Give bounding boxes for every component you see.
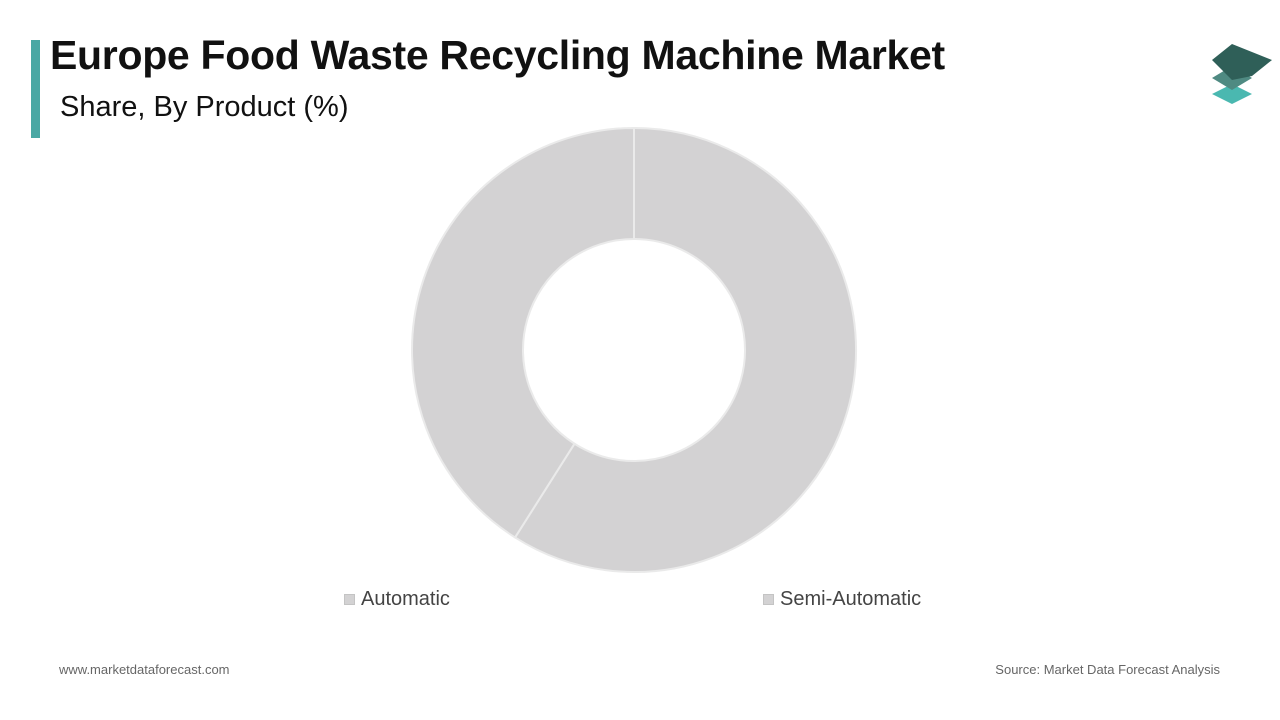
donut-slices: [411, 126, 857, 573]
title-accent-bar: [31, 40, 40, 138]
legend-item-automatic[interactable]: Automatic: [344, 586, 450, 612]
chart-subtitle: Share, By Product (%): [60, 91, 349, 123]
chart-legend: Automatic Semi-Automatic: [0, 586, 1280, 612]
logo-layer-bottom: [1212, 84, 1252, 104]
slice-semi-automatic[interactable]: [411, 126, 635, 539]
legend-swatch-semi-automatic: [763, 593, 774, 605]
legend-label-automatic: Automatic: [361, 587, 450, 610]
stacked-layers-icon: [1212, 44, 1272, 104]
legend-swatch-automatic: [344, 593, 355, 605]
footer-website[interactable]: www.marketdataforecast.com: [59, 662, 230, 677]
logo-layer-top: [1212, 44, 1272, 80]
chart-title: Europe Food Waste Recycling Machine Mark…: [50, 32, 945, 78]
legend-item-semi-automatic[interactable]: Semi-Automatic: [763, 586, 921, 612]
slice-automatic[interactable]: [513, 126, 857, 573]
footer-source: Source: Market Data Forecast Analysis: [995, 662, 1220, 677]
legend-label-semi-automatic: Semi-Automatic: [780, 587, 922, 610]
